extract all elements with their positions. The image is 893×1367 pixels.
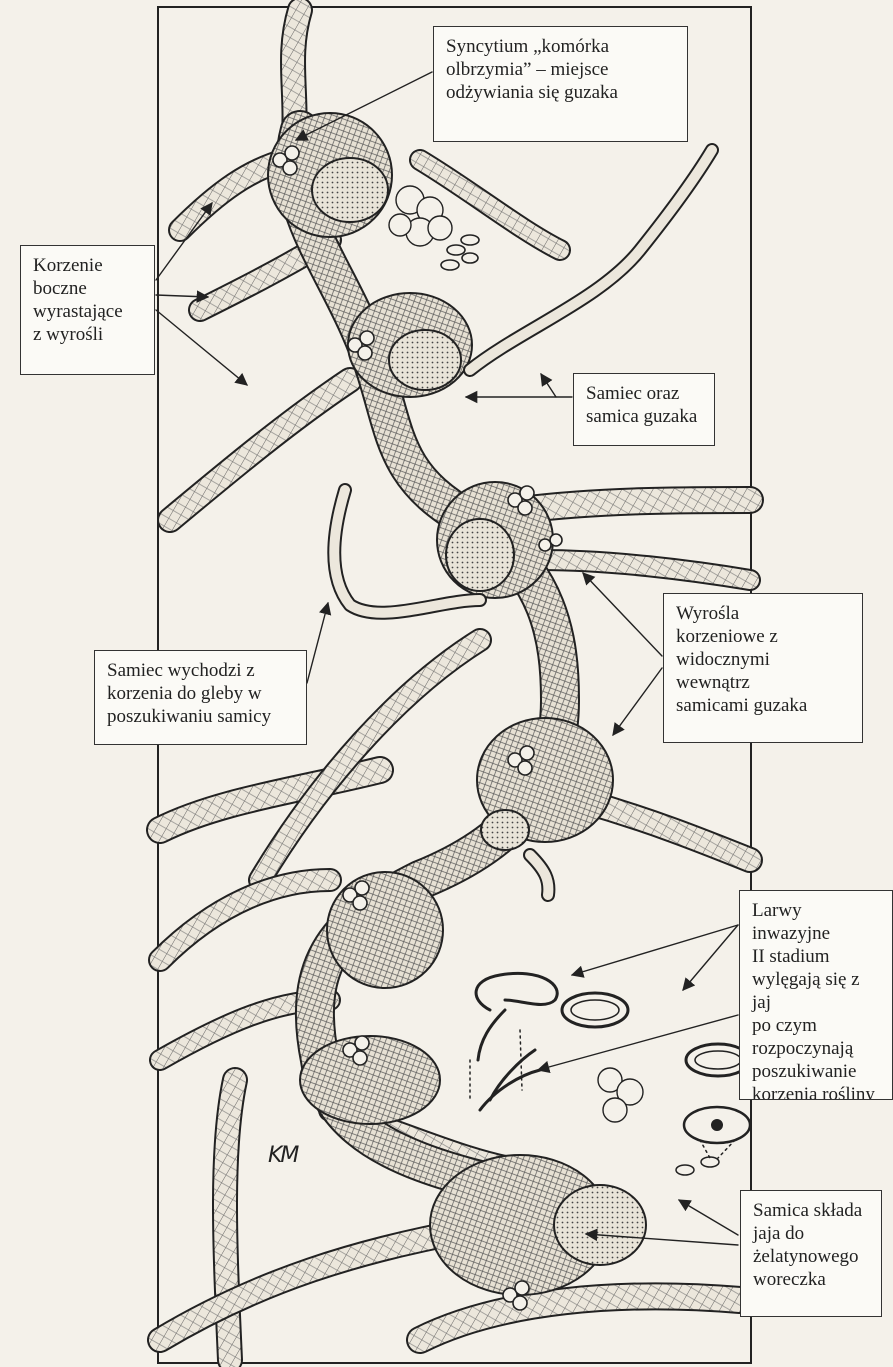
label-syncytium: Syncytium „komórka olbrzymia” – miejsce … [433,26,688,142]
label-male-exits-root: Samiec wychodzi z korzenia do gleby w po… [94,650,307,745]
gall-5 [327,872,443,988]
gall-6 [300,1036,440,1124]
label-lateral-roots: Korzenie boczne wyrastające z wyrośli [20,245,155,375]
label-root-galls: Wyrośla korzeniowe z widocznymi wewnątrz… [663,593,863,743]
label-male-and-female: Samiec oraz samica guzaka [573,373,715,446]
female-4 [481,810,529,850]
female-bottom [554,1185,646,1265]
female-3 [446,519,514,591]
artist-signature: KM [268,1143,297,1168]
label-invasive-larvae: Larwy inwazyjne II stadium wylęgają się … [739,890,893,1100]
label-female-lays-eggs: Samica składa jaja do żelatynowego worec… [740,1190,882,1317]
female-top [312,158,388,222]
female-2 [389,330,461,390]
